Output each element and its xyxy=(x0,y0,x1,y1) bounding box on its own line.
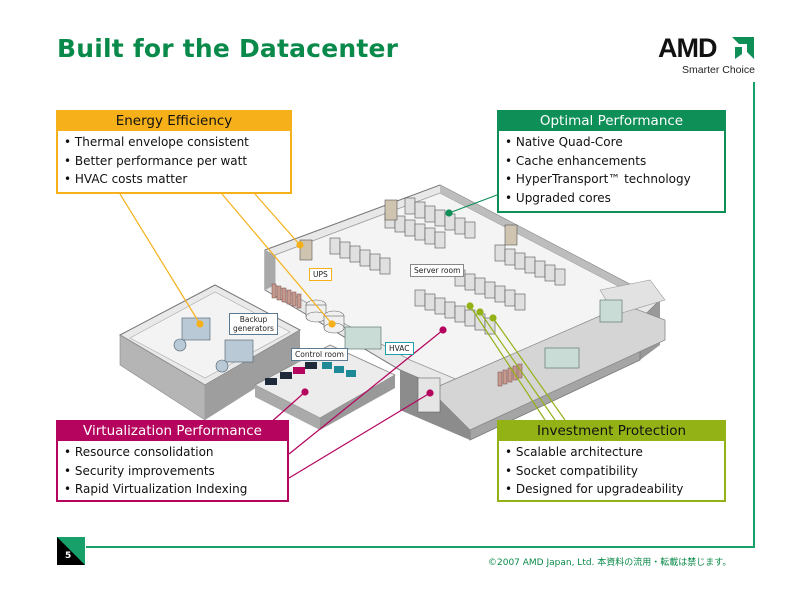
control-consoles xyxy=(265,362,356,385)
callout-item: Designed for upgradeability xyxy=(505,480,724,499)
ups-cabinet xyxy=(384,199,398,221)
optimal-performance-callout: Optimal Performance Native Quad-Core Cac… xyxy=(497,110,726,213)
virtualization-performance-callout: Virtualization Performance Resource cons… xyxy=(56,420,289,502)
ups-label: UPS xyxy=(309,268,332,281)
callout-item: Upgraded cores xyxy=(505,189,724,208)
energy-efficiency-title: Energy Efficiency xyxy=(58,112,290,131)
callout-item: Rapid Virtualization Indexing xyxy=(64,480,287,499)
battery-cells xyxy=(271,283,523,387)
optimal-performance-title: Optimal Performance xyxy=(499,112,724,131)
callout-item: HVAC costs matter xyxy=(64,170,290,189)
logo-wordmark: AMD xyxy=(658,33,717,63)
investment-protection-callout: Investment Protection Scalable architect… xyxy=(497,420,726,502)
callout-item: Socket compatibility xyxy=(505,462,724,481)
page-badge-triangle xyxy=(57,537,85,565)
backup-generators-label: Backup generators xyxy=(229,313,278,335)
callout-item: Cache enhancements xyxy=(505,152,724,171)
energy-efficiency-callout: Energy Efficiency Thermal envelope consi… xyxy=(56,110,292,194)
logo-tagline: Smarter Choice xyxy=(682,64,755,76)
hvac-label: HVAC xyxy=(385,342,414,355)
server-room-label: Server room xyxy=(410,264,465,277)
callout-item: Better performance per watt xyxy=(64,152,290,171)
frame-horizontal-line xyxy=(86,546,755,548)
callout-item: Native Quad-Core xyxy=(505,133,724,152)
slide-title: Built for the Datacenter xyxy=(57,34,399,63)
virtualization-performance-title: Virtualization Performance xyxy=(58,422,287,441)
amd-logo: AMD Smarter Choice xyxy=(658,34,758,78)
control-room-label: Control room xyxy=(291,348,348,361)
callout-item: Resource consolidation xyxy=(64,443,287,462)
callout-item: Scalable architecture xyxy=(505,443,724,462)
ups-cabinet xyxy=(504,224,518,246)
virtualization-connectors xyxy=(259,326,447,479)
page-number: 5 xyxy=(65,551,72,561)
energy-connectors xyxy=(119,193,336,328)
callout-item: Security improvements xyxy=(64,462,287,481)
hvac-units xyxy=(344,299,623,369)
frame-vertical-line xyxy=(753,82,755,548)
amd-arrow-icon xyxy=(732,37,754,59)
backup-generators-label-line2: generators xyxy=(233,324,274,333)
callout-item: HyperTransport™ technology xyxy=(505,170,724,189)
callout-item: Thermal envelope consistent xyxy=(64,133,290,152)
backup-generators-label-line1: Backup xyxy=(239,315,268,324)
page-number-badge: 5 xyxy=(57,537,85,565)
investment-connectors xyxy=(466,302,566,421)
investment-protection-title: Investment Protection xyxy=(499,422,724,441)
copyright-footer: ©2007 AMD Japan, Ltd. 本資料の流用・転載は禁じます。 xyxy=(488,558,732,568)
optimal-connectors xyxy=(445,194,498,217)
